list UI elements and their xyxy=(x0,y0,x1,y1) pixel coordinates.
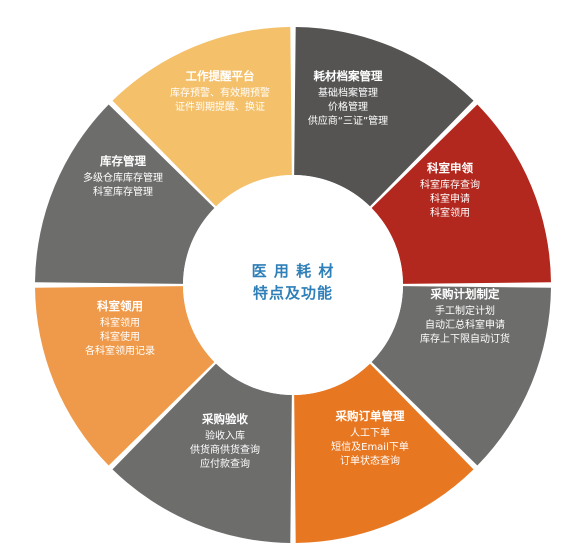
center-title-line2: 特点及功能 xyxy=(253,284,333,302)
segment-work-reminder xyxy=(112,27,292,207)
segment-title: 科室申领 xyxy=(427,161,473,175)
segment-item: 供货商供货查询 xyxy=(190,443,260,456)
segment-purchase-plan xyxy=(371,286,551,466)
segment-purchase-acceptance xyxy=(112,363,292,543)
segment-purchase-order xyxy=(294,363,474,543)
segment-item: 多级仓库库存管理 xyxy=(83,171,163,184)
segment-item: 价格管理 xyxy=(328,100,368,113)
segment-item: 供应商“三证”管理 xyxy=(308,114,388,127)
segment-item: 证件到期提醒、换证 xyxy=(175,100,265,113)
segment-item: 应付款查询 xyxy=(200,457,250,470)
segment-item: 库存预警、有效期预警 xyxy=(170,86,270,99)
segment-item: 科室领用 xyxy=(430,206,470,219)
segment-title: 采购验收 xyxy=(201,412,248,426)
wheel-labels: 耗材档案管理基础档案管理价格管理供应商“三证”管理科室申领科室库存查询科室申请科… xyxy=(83,69,510,470)
segment-title: 采购计划制定 xyxy=(430,287,500,301)
segment-title: 科室领用 xyxy=(97,299,143,313)
segment-item: 科室领用 xyxy=(100,316,140,329)
segment-item: 各科室领用记录 xyxy=(85,344,155,357)
segment-item: 库存上下限自动订货 xyxy=(420,332,510,345)
segment-dept-requisition xyxy=(371,104,551,284)
segment-item: 手工制定计划 xyxy=(435,304,495,317)
segment-title: 工作提醒平台 xyxy=(186,69,255,83)
center-circle xyxy=(183,175,403,395)
segment-title: 库存管理 xyxy=(100,154,146,168)
center-title-line1: 医 用 耗 材 xyxy=(252,262,335,280)
segment-item: 科室使用 xyxy=(100,330,140,343)
segment-item: 科室申请 xyxy=(430,192,470,205)
segment-item: 自动汇总科室申请 xyxy=(425,318,505,331)
segment-title: 耗材档案管理 xyxy=(314,69,383,83)
segment-item: 科室库存查询 xyxy=(420,178,480,191)
segment-item: 科室库存管理 xyxy=(93,185,153,198)
segment-inventory xyxy=(35,104,215,284)
segment-materials-archive xyxy=(294,27,474,207)
segment-item: 短信及Email下单 xyxy=(331,440,409,453)
segment-item: 基础档案管理 xyxy=(318,86,378,99)
segment-dept-usage xyxy=(35,286,215,466)
segment-title: 采购订单管理 xyxy=(335,409,405,423)
wheel-segments xyxy=(35,27,551,543)
segment-item: 订单状态查询 xyxy=(340,454,400,467)
segment-item: 验收入库 xyxy=(205,429,245,442)
segment-item: 人工下单 xyxy=(350,427,390,439)
